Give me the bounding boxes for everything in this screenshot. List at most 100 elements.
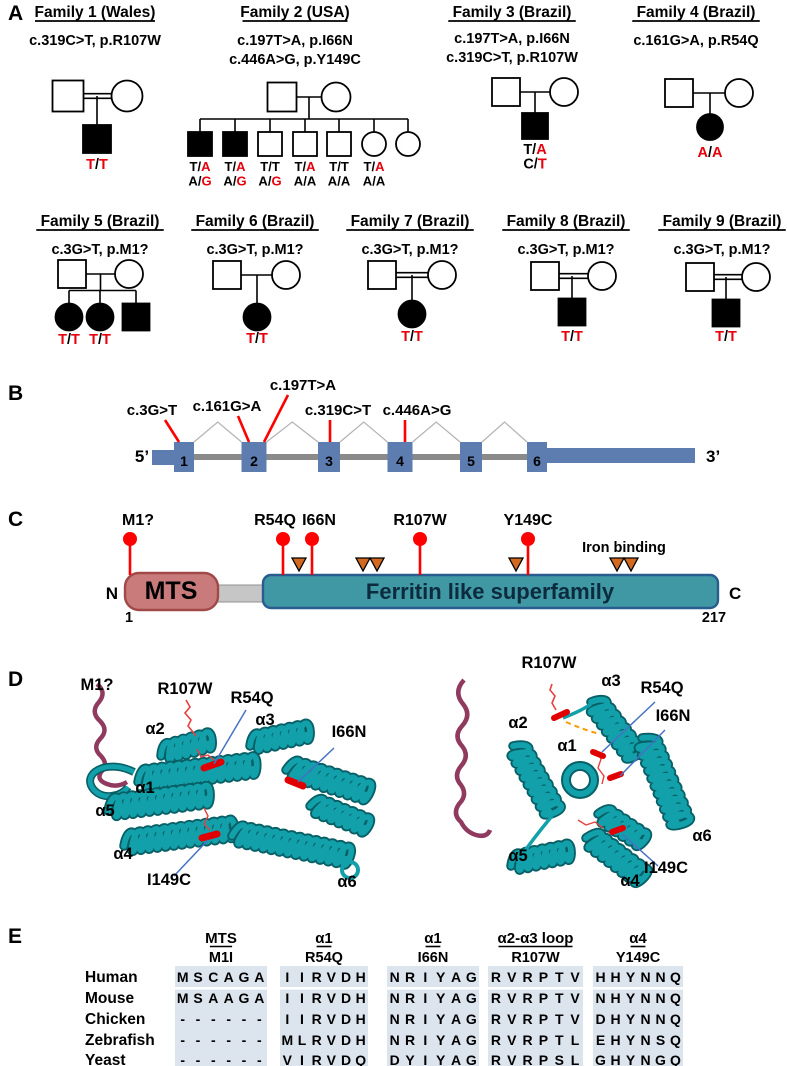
genotype-label: T/T — [89, 332, 111, 348]
helix-ribbon — [508, 742, 564, 818]
alignment-residue: N — [640, 969, 650, 985]
mutation-label: c.161G>A — [193, 398, 262, 415]
label-pointer-line — [601, 701, 656, 753]
mother-symbol — [320, 81, 352, 113]
alignment-residue: - — [180, 1032, 185, 1048]
family-mutation: c.3G>T, p.M1? — [517, 242, 614, 258]
helix-ribbon — [635, 734, 694, 829]
child-symbol — [711, 298, 741, 328]
alignment-residue: - — [211, 1032, 216, 1048]
child-symbol — [222, 131, 248, 157]
family-title: Family 3 (Brazil) — [453, 4, 572, 21]
alignment-residue: I — [423, 1011, 427, 1027]
family-mutation: c.3G>T, p.M1? — [51, 242, 148, 258]
alignment-residue: A — [254, 990, 264, 1006]
alignment-residue: I — [300, 969, 304, 985]
variant-label: R54Q — [254, 512, 296, 529]
alignment-residue: R — [523, 1032, 533, 1048]
alignment-residue: N — [655, 969, 665, 985]
alignment-residue: C — [208, 969, 218, 985]
iron-binding-triangle-icon — [354, 557, 372, 573]
alignment-residue: P — [539, 1011, 548, 1027]
alignment-residue: H — [610, 969, 620, 985]
alignment-residue: Q — [670, 990, 681, 1006]
alignment-residue: T — [555, 1011, 564, 1027]
alignment-residue: H — [356, 1011, 366, 1027]
mutant-residue-highlight — [607, 771, 624, 781]
family-mutation: c.197T>A, p.I66N — [237, 33, 353, 49]
utr5-bar — [152, 450, 178, 465]
alignment-residue: Y — [436, 990, 446, 1006]
alignment-species-label: Human — [85, 969, 138, 986]
alignment-residue: Y — [626, 969, 636, 985]
genotype-label: A/A — [294, 174, 317, 189]
alignment-residue: I — [423, 1032, 427, 1048]
alignment-region-label: α1 — [424, 930, 442, 947]
alignment-residue: - — [196, 1032, 201, 1048]
alignment-residue: N — [640, 990, 650, 1006]
family-pedigree: Family 3 (Brazil)c.197T>A, p.I66Nc.319C>… — [446, 4, 579, 173]
exon-box — [387, 442, 413, 472]
helix-ribbon — [229, 822, 355, 868]
alignment-residue: - — [196, 1011, 201, 1027]
child-symbol — [187, 131, 213, 157]
helix-ribbon — [135, 753, 260, 791]
structure-annotation-label: I149C — [147, 871, 191, 889]
alignment-residue: A — [224, 990, 234, 1006]
child-symbol — [395, 131, 421, 157]
alignment-residue: A — [208, 990, 218, 1006]
alignment-residue: N — [390, 990, 400, 1006]
mother-symbol — [427, 260, 457, 290]
structure-annotation-label: α1 — [135, 779, 154, 797]
alignment-residue: Y — [405, 1052, 415, 1066]
family-mutation: c.446A>G, p.Y149C — [229, 52, 361, 68]
alignment-residue: P — [539, 990, 548, 1006]
structure-annotation-label: R107W — [521, 654, 576, 672]
panel-a-label: A — [8, 2, 24, 25]
alignment-residue: V — [570, 969, 580, 985]
family-title: Family 5 (Brazil) — [41, 213, 160, 230]
mother-symbol — [724, 78, 754, 108]
alignment-residue: R — [405, 1011, 415, 1027]
alignment-residue: Y — [436, 1011, 446, 1027]
structure-annotation-label: R54Q — [230, 689, 273, 707]
alignment-row-separator — [488, 987, 583, 990]
mother-symbol — [114, 259, 144, 289]
father-symbol — [530, 261, 560, 291]
alignment-residue: R — [312, 969, 322, 985]
alignment-residue: - — [242, 1052, 247, 1066]
alignment-residue: V — [507, 1011, 517, 1027]
alignment-residue: Y — [626, 1011, 636, 1027]
sidechain-stick — [565, 721, 601, 735]
father-symbol — [266, 81, 298, 113]
structure-annotation-label: α4 — [113, 845, 133, 863]
father-symbol — [491, 77, 521, 107]
mother-symbol — [549, 77, 579, 107]
alignment-residue: Q — [670, 1052, 681, 1066]
helix-ribbon — [563, 763, 597, 797]
alignment-residue: S — [193, 969, 202, 985]
alignment-residue: H — [610, 1052, 620, 1066]
family-title: Family 1 (Wales) — [35, 4, 156, 21]
alignment-residue: V — [283, 1052, 293, 1066]
exon-number: 3 — [325, 453, 333, 469]
sidechain-stick — [183, 699, 197, 737]
ferritin-domain — [261, 573, 720, 610]
variant-label: M1? — [122, 512, 154, 529]
alignment-block — [280, 966, 368, 1066]
alignment-residue: R — [405, 990, 415, 1006]
panel-a-pedigrees: Family 1 (Wales)c.319C>T, p.R107WT/TFami… — [29, 4, 786, 348]
exon-box — [460, 442, 482, 472]
five-prime-label: 5’ — [135, 447, 149, 466]
variant-label: I66N — [302, 512, 336, 529]
structure-annotation-label: α4 — [620, 872, 640, 890]
alignment-residue: - — [226, 1032, 231, 1048]
panel-d-label: D — [8, 668, 24, 691]
alignment-residue: R — [491, 1052, 501, 1066]
alignment-residue: G — [655, 1052, 666, 1066]
alignment-residue: G — [466, 1011, 477, 1027]
alignment-row-separator — [387, 987, 479, 990]
genotype-label: T/A — [364, 159, 386, 174]
